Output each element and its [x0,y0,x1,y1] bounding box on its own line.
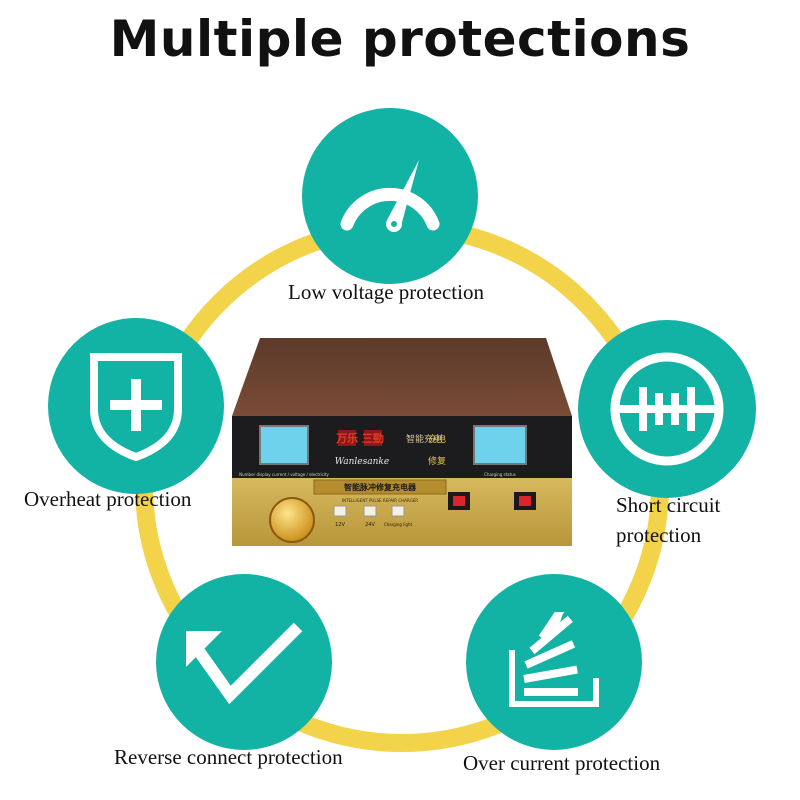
label-light: Charging light [384,522,413,527]
low-voltage-label: Low voltage protection [288,280,484,304]
adjust-knob [269,497,315,543]
product-en: INTELLIGENT PULSE REPAIR CHARGER [342,498,418,503]
right-display-caption: Charging status [484,472,516,477]
left-lcd-display [259,425,309,465]
side-text: 智能充电 [406,433,442,445]
short-circuit-label-line2: protection [616,523,702,547]
speedometer-icon [340,160,440,232]
reverse-check-icon [186,622,303,705]
right-lcd-display [473,425,527,465]
short-circuit-icon [610,352,724,466]
over-current-label: Over current protection [463,751,661,775]
charge-label: 充电 [428,433,446,445]
label-12v: 12V [335,522,345,528]
overheat-circle [48,318,224,494]
reverse-connect-circle [156,574,332,750]
overheat-label: Overheat protection [24,487,192,511]
product-cn: 智能脉冲修复充电器 [344,482,417,492]
page-title: Multiple protections [109,10,691,68]
mode-button-24v [363,505,377,517]
over-current-circle [466,574,642,750]
mode-button-12v [333,505,347,517]
left-display-caption: Number display current / voltage / elect… [239,472,329,477]
mode-button-light [391,505,405,517]
charger-device: 万乐 三勁 Wanlesanke 智能充电 充电 修复 Number displ… [232,338,572,546]
brand-cn: 万乐 三勁 [335,431,384,445]
repair-label: 修复 [428,455,446,467]
short-circuit-circle [578,320,756,498]
low-voltage-circle [302,108,478,284]
device-lid [232,338,572,416]
reverse-connect-label: Reverse connect protection [114,745,343,769]
stacked-bars-icon [509,612,599,707]
label-24v: 24V [365,522,375,528]
shield-plus-icon [90,353,182,461]
brand-en: Wanlesanke [335,457,389,467]
short-circuit-label: Short circuit [616,493,721,517]
